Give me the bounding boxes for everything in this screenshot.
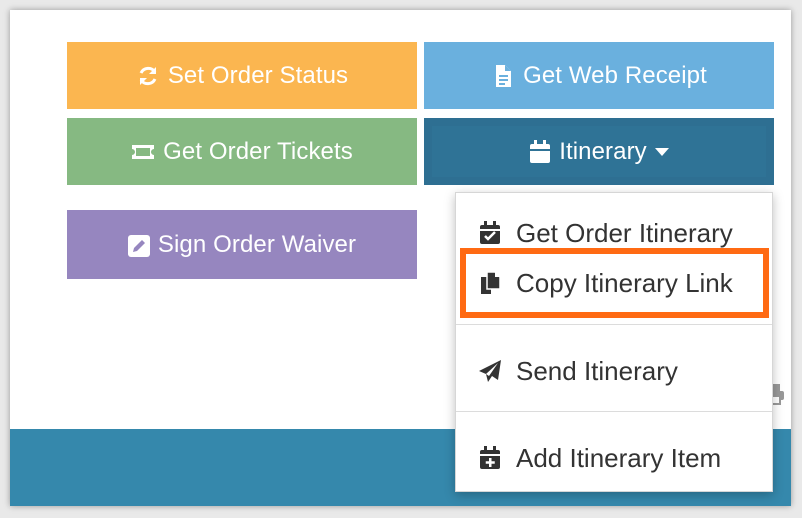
menu-item-label: Copy Itinerary Link: [516, 267, 733, 298]
menu-item-label: Add Itinerary Item: [516, 442, 722, 473]
pen-square-icon: [127, 234, 150, 257]
itinerary-dropdown-menu: Get Order Itinerary Copy Itinerary Link …: [455, 192, 773, 492]
get-web-receipt-label: Get Web Receipt: [523, 61, 707, 89]
get-order-tickets-label: Get Order Tickets: [163, 137, 353, 165]
itinerary-label: Itinerary: [559, 137, 647, 165]
get-order-tickets-button[interactable]: Get Order Tickets: [67, 118, 417, 185]
calendar-icon: [529, 139, 551, 164]
file-icon: [491, 64, 515, 88]
caret-down-icon: [654, 147, 669, 156]
refresh-icon: [136, 64, 160, 88]
menu-item-add-itinerary-item[interactable]: Add Itinerary Item: [456, 436, 772, 480]
sign-order-waiver-button[interactable]: Sign Order Waiver: [67, 210, 417, 279]
sign-order-waiver-label: Sign Order Waiver: [157, 230, 357, 258]
menu-item-get-order-itinerary[interactable]: Get Order Itinerary: [456, 211, 772, 255]
paper-plane-icon: [478, 359, 502, 383]
menu-item-label: Get Order Itinerary: [516, 217, 733, 248]
set-order-status-label: Set Order Status: [167, 61, 349, 89]
copy-icon: [478, 271, 502, 295]
content-frame: Set Order Status Get Web Receipt Get Ord…: [10, 10, 791, 506]
menu-divider: [456, 324, 772, 325]
itinerary-dropdown-button[interactable]: Itinerary: [432, 126, 766, 177]
set-order-status-button[interactable]: Set Order Status: [67, 42, 417, 109]
menu-item-send-itinerary[interactable]: Send Itinerary: [456, 349, 772, 393]
menu-divider: [456, 411, 772, 412]
menu-item-copy-itinerary-link[interactable]: Copy Itinerary Link: [456, 261, 772, 305]
menu-item-label: Send Itinerary: [516, 355, 678, 386]
calendar-check-icon: [478, 221, 502, 245]
get-web-receipt-button[interactable]: Get Web Receipt: [424, 42, 774, 109]
calendar-plus-icon: [478, 446, 502, 470]
itinerary-dropdown-container: Itinerary: [424, 118, 774, 185]
ticket-icon: [131, 140, 155, 164]
